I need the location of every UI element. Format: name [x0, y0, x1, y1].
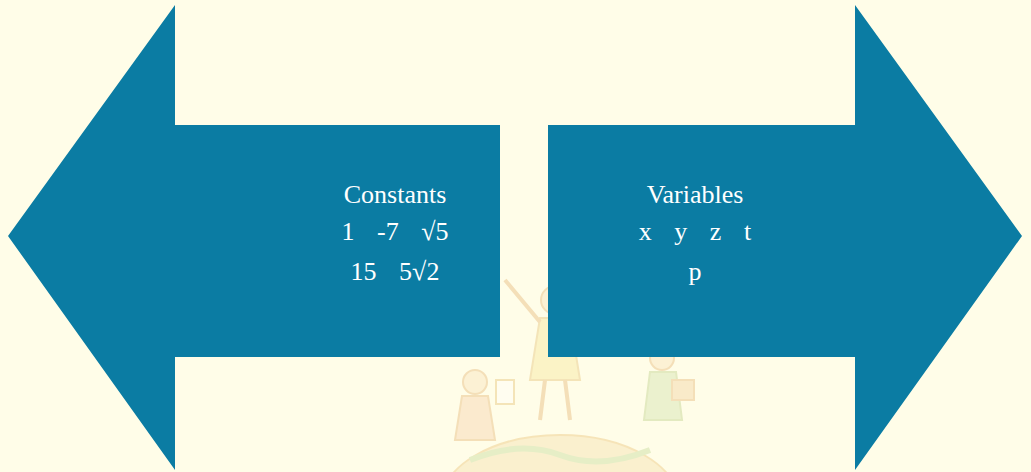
text-group: Constants1 -7 √5 15 5√2 — [295, 178, 495, 292]
example-list: 1 -7 √5 15 5√2 — [330, 212, 460, 292]
right-arrow: Variablesx y z t p — [548, 5, 1022, 470]
arrow-fill — [548, 5, 1022, 470]
text-group: Variablesx y z t p — [595, 178, 795, 292]
left-arrow: Constants1 -7 √5 15 5√2 — [8, 5, 500, 470]
arrow-heading: Variables — [595, 178, 795, 212]
example-list: x y z t p — [630, 212, 760, 292]
arrow-heading: Constants — [295, 178, 495, 212]
arrow-shape — [548, 5, 1022, 470]
arrow-fill — [8, 5, 500, 470]
